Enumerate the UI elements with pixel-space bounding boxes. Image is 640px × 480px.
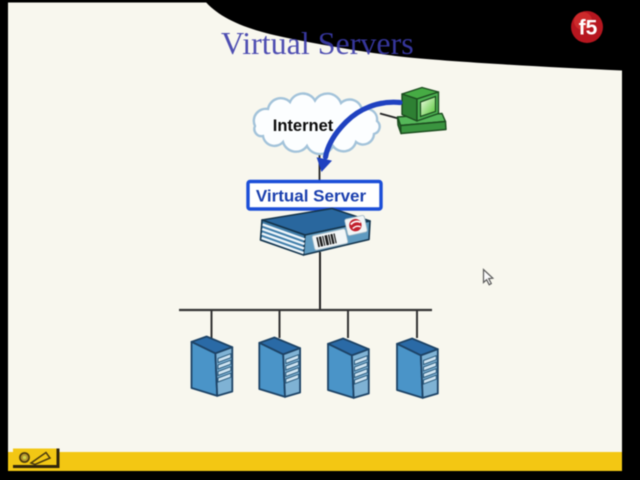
svg-text:Internet: Internet	[273, 117, 334, 135]
svg-text:Virtual Server: Virtual Server	[256, 187, 367, 206]
svg-text:Virtual Servers: Virtual Servers	[221, 25, 414, 61]
svg-text:f5: f5	[579, 17, 598, 40]
